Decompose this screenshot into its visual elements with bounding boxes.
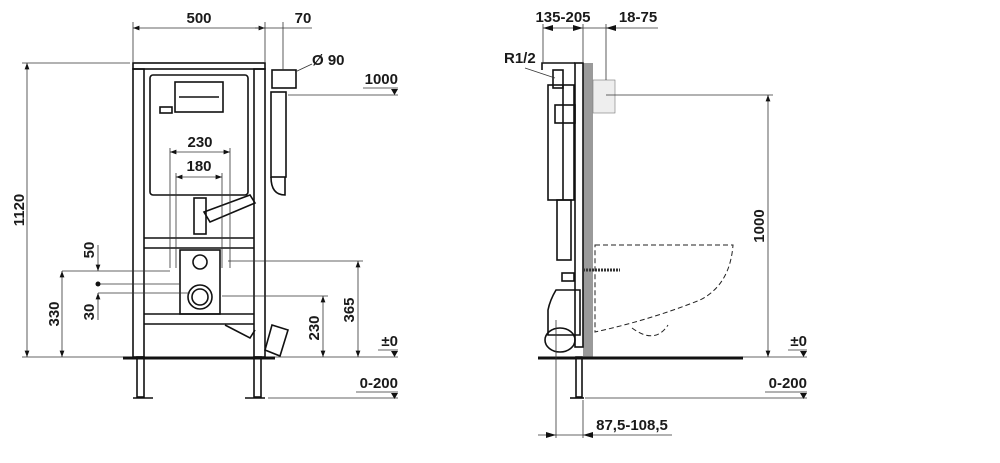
depth-dimension: 135-205 [535,9,590,26]
width-dimension: 500 [186,10,211,27]
drain-offset-dimension: 87,5-108,5 [596,417,668,434]
bolt-spacing-outer-dimension: 230 [187,134,212,151]
lower-offset-dimension: 30 [81,304,98,321]
front-view: 500 70 Ø 90 1000 1120 230 180 50 30 330 [11,10,398,399]
side-pipe-height-dimension: 1000 [751,209,768,242]
side-view: 135-205 18-75 R1/2 1000 ±0 0-200 87,5-10… [504,9,807,438]
side-floor-level-label: ±0 [790,333,807,350]
offset-dimension: 70 [295,10,312,27]
supply-height-dimension: 365 [341,297,358,322]
frame-front [123,62,289,399]
total-height-dimension: 1120 [11,194,28,227]
floor-level-label: ±0 [381,333,398,350]
pipe-diameter-dimension: Ø 90 [312,52,345,69]
flush-pipe [270,69,297,196]
leg-adjustment-dimension: 0-200 [360,375,398,392]
wall [583,63,593,357]
pipe-height-dimension: 1000 [365,71,398,88]
thread-label: R1/2 [504,50,536,67]
bolt-spacing-inner-dimension: 180 [186,158,211,175]
side-leg-adjustment-dimension: 0-200 [769,375,807,392]
frame-side [538,62,743,399]
toilet-outline [594,244,734,333]
wall-offset-dimension: 18-75 [619,9,657,26]
bolt-height-dimension: 330 [46,301,63,326]
drain-height-dimension: 230 [306,315,323,340]
upper-offset-dimension: 50 [81,242,98,259]
